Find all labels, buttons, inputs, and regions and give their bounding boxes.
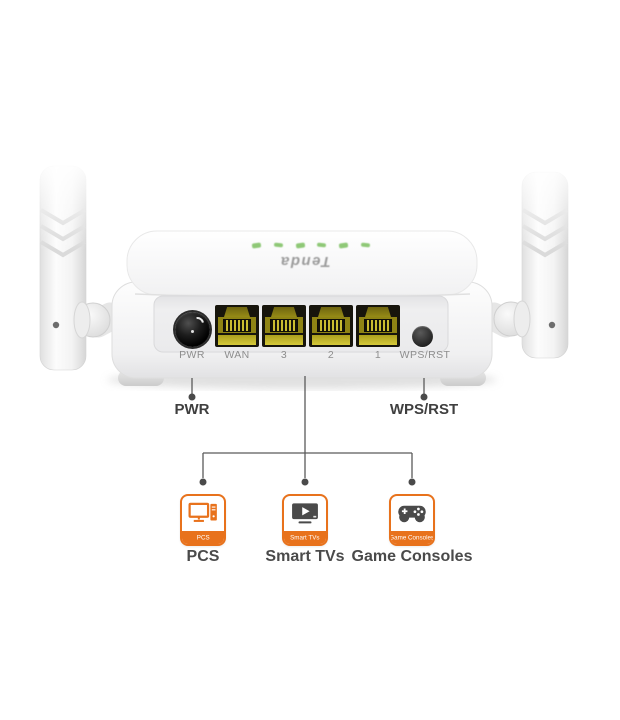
led-icon	[360, 242, 371, 248]
callout-dots	[188, 393, 428, 486]
game-controller-icon	[391, 496, 433, 531]
ethernet-port-3	[262, 305, 306, 347]
rj45-pins	[364, 319, 392, 332]
led-icon	[338, 242, 349, 249]
callout-label-pwr: PWR	[174, 401, 210, 418]
rj45-clip	[271, 307, 297, 317]
port-label-wan: WAN	[224, 349, 250, 361]
callout-lines	[191, 376, 425, 478]
router-top-face	[126, 230, 478, 296]
rj45-clip	[318, 307, 344, 317]
ethernet-port-wan	[215, 305, 259, 347]
callout-dot-smarttv	[301, 478, 309, 486]
callout-dot-console	[408, 478, 416, 486]
callout-dot-wps	[420, 393, 428, 401]
device-label-pcs: PCS	[186, 548, 220, 565]
antenna-hinge-left	[73, 301, 125, 339]
device-badge: Game Consoles	[391, 531, 433, 544]
device-badge: Smart TVs	[284, 531, 326, 544]
device-label-smart-tvs: Smart TVs	[265, 548, 345, 565]
port-label-1: 1	[374, 349, 382, 361]
device-card-pcs: PCS	[180, 494, 226, 546]
port-label-2: 2	[327, 349, 335, 361]
port-label-3: 3	[280, 349, 288, 361]
device-label-game-consoles: Game Consoles	[351, 548, 473, 565]
rj45-clip	[224, 307, 250, 317]
led-icon	[273, 242, 283, 248]
ethernet-port-1	[356, 305, 400, 347]
port-label-pwr: PWR	[179, 349, 205, 361]
ethernet-port-2	[309, 305, 353, 347]
led-icon	[317, 242, 327, 248]
rj45-pins	[317, 319, 345, 332]
rj45-pins	[223, 319, 251, 332]
device-badge: PCS	[182, 531, 224, 544]
device-card-game-consoles: Game Consoles	[389, 494, 435, 546]
desktop-pc-icon	[182, 496, 224, 531]
led-icon	[295, 242, 305, 249]
power-jack	[175, 312, 210, 347]
device-card-smart-tvs: Smart TVs	[282, 494, 328, 546]
rj45-clip	[365, 307, 391, 317]
callout-dot-pcs	[199, 478, 207, 486]
right-antenna-icon	[521, 171, 569, 359]
callout-dot-pwr	[188, 393, 196, 401]
left-antenna-icon	[39, 165, 87, 371]
rj45-pins	[270, 319, 298, 332]
wps-rst-button	[412, 326, 433, 347]
brand-logo: Tenda	[279, 253, 331, 270]
smart-tv-icon	[284, 496, 326, 531]
led-icon	[251, 242, 262, 249]
callout-label-wps-rst: WPS/RST	[389, 401, 459, 418]
port-label-wps-rst: WPS/RST	[399, 349, 451, 361]
status-led-icons	[251, 242, 371, 249]
